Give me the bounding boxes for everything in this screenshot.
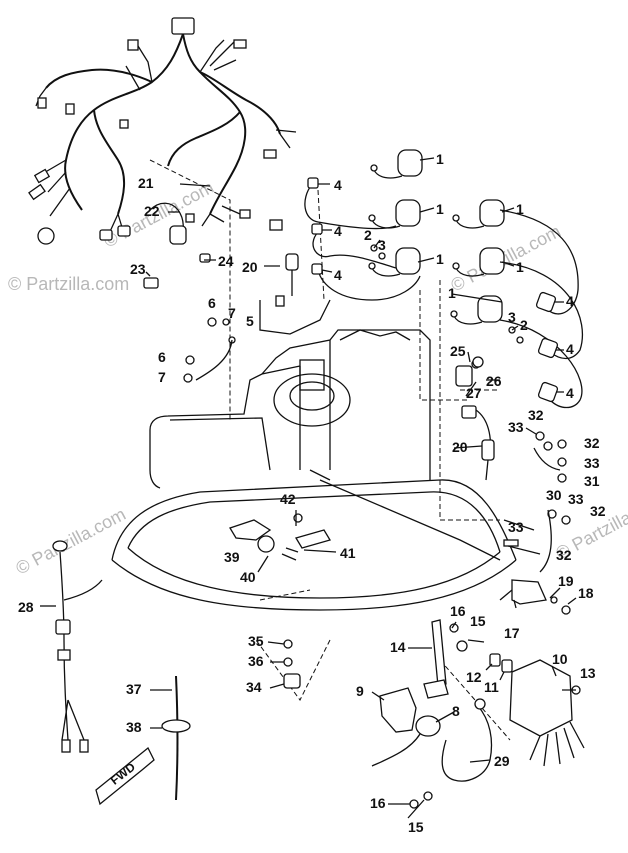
callout-29: 29 <box>494 753 510 769</box>
engine-block-outline <box>111 159 517 741</box>
callout-40: 40 <box>240 569 256 585</box>
callout-33: 33 <box>584 455 600 471</box>
callout-11: 11 <box>484 679 499 695</box>
fwd-arrow: FWD <box>95 746 155 806</box>
callout-8: 8 <box>452 703 460 719</box>
callout-16: 16 <box>450 603 466 619</box>
callout-33: 33 <box>568 491 584 507</box>
callout-33: 33 <box>508 419 524 435</box>
callout-7: 7 <box>228 305 236 321</box>
watermark: © Partzilla.com <box>8 274 129 294</box>
callout-33: 33 <box>508 519 524 535</box>
callout-23: 23 <box>130 261 146 277</box>
callout-1: 1 <box>516 259 524 275</box>
callout-20: 20 <box>452 439 468 455</box>
callout-1: 1 <box>448 285 456 301</box>
spark-plug-caps <box>304 177 584 409</box>
callout-27: 27 <box>466 385 482 401</box>
callout-41: 41 <box>340 545 356 561</box>
callout-15: 15 <box>408 819 424 835</box>
callout-32: 32 <box>590 503 606 519</box>
callout-6: 6 <box>208 295 216 311</box>
callout-6: 6 <box>158 349 166 365</box>
callout-39: 39 <box>224 549 240 565</box>
callout-25: 25 <box>450 343 466 359</box>
callout-32: 32 <box>556 547 572 563</box>
callout-4: 4 <box>334 223 342 239</box>
callout-13: 13 <box>580 665 596 681</box>
bolts-and-washers <box>143 213 581 809</box>
callout-35: 35 <box>248 633 264 649</box>
callout-42: 42 <box>280 491 296 507</box>
callout-38: 38 <box>126 719 142 735</box>
callout-14: 14 <box>390 639 406 655</box>
stop-switch-9-8 <box>371 687 493 782</box>
callout-28: 28 <box>18 599 34 615</box>
callout-36: 36 <box>248 653 264 669</box>
callout-1: 1 <box>436 151 444 167</box>
callout-22: 22 <box>144 203 160 219</box>
callout-24: 24 <box>218 253 234 269</box>
ignition-coils <box>368 149 505 325</box>
callout-numbers: 1 1 1 1 1 1 2 2 3 3 4 4 4 4 4 4 4 5 6 6 … <box>18 151 606 835</box>
sensor-39-40 <box>229 510 331 561</box>
leader-lines <box>40 157 577 819</box>
callout-32: 32 <box>584 435 600 451</box>
callout-3: 3 <box>378 237 386 253</box>
cluster-30-33 <box>533 447 561 573</box>
bracket-17 <box>499 579 547 605</box>
callout-7: 7 <box>158 369 166 385</box>
callout-2: 2 <box>364 227 372 243</box>
callout-20: 20 <box>242 259 258 275</box>
callout-4: 4 <box>566 293 574 309</box>
watermark: © Partzilla.com <box>12 504 128 579</box>
callout-4: 4 <box>334 177 342 193</box>
callout-10: 10 <box>552 651 568 667</box>
callout-30: 30 <box>546 487 562 503</box>
lead-37-38 <box>161 675 191 801</box>
relay-and-leads <box>275 253 495 481</box>
callout-21: 21 <box>138 175 154 191</box>
callout-9: 9 <box>356 683 364 699</box>
callout-26: 26 <box>486 373 502 389</box>
main-wiring-harness <box>28 17 297 245</box>
callout-12: 12 <box>466 669 482 685</box>
callout-4: 4 <box>566 385 574 401</box>
callout-15: 15 <box>470 613 486 629</box>
callout-1: 1 <box>436 201 444 217</box>
parts-34-36 <box>283 673 301 689</box>
callout-3: 3 <box>508 309 516 325</box>
callout-1: 1 <box>436 251 444 267</box>
callout-31: 31 <box>584 473 600 489</box>
callout-37: 37 <box>126 681 142 697</box>
callout-2: 2 <box>520 317 528 333</box>
callout-4: 4 <box>566 341 574 357</box>
sub-harness-28 <box>52 540 103 753</box>
callout-18: 18 <box>578 585 594 601</box>
watermark: © Partzilla.com <box>447 221 563 296</box>
callout-4: 4 <box>334 267 342 283</box>
callout-19: 19 <box>558 573 574 589</box>
callout-32: 32 <box>528 407 544 423</box>
rectifier-and-bracket <box>423 619 585 767</box>
callout-16: 16 <box>370 795 386 811</box>
callout-17: 17 <box>504 625 520 641</box>
callout-5: 5 <box>246 313 254 329</box>
callout-1: 1 <box>516 201 524 217</box>
callout-34: 34 <box>246 679 262 695</box>
